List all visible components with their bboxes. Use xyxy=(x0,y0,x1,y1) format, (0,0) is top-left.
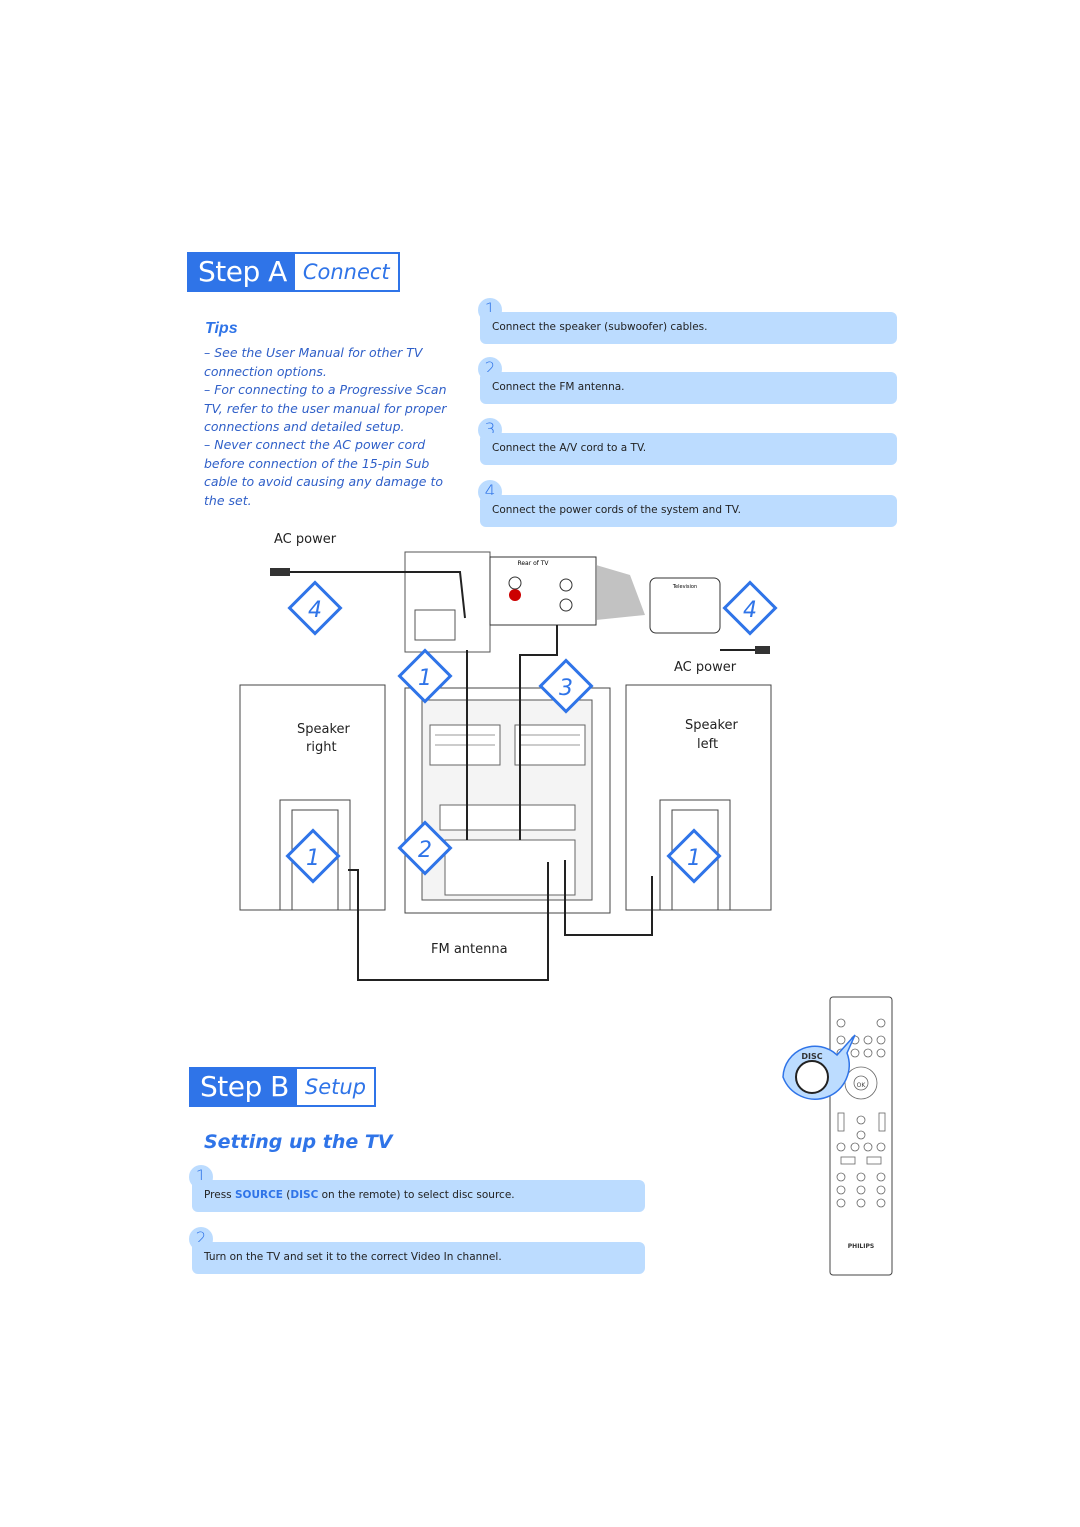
text-part: ( xyxy=(282,1189,291,1201)
callout-number: 4 xyxy=(308,598,322,623)
speaker-left-label: Speaker xyxy=(685,718,738,733)
callout-diamond: 3 xyxy=(538,658,594,714)
tip-1: – See the User Manual for other TV conne… xyxy=(204,345,423,379)
tip-2: – For connecting to a Progressive Scan T… xyxy=(204,382,447,434)
fm-antenna-label: FM antenna xyxy=(431,942,508,957)
connect-step-text-2: Connect the FM antenna. xyxy=(492,381,625,393)
connect-step-bar-3: Connect the A/V cord to a TV. xyxy=(480,433,897,465)
callout-number: 3 xyxy=(559,676,573,701)
tv-rear-panel-illustration: Rear of TV xyxy=(489,556,645,626)
connect-step-bar-2: Connect the FM antenna. xyxy=(480,372,897,404)
step-a-label: Step A xyxy=(189,254,295,290)
remote-brand-label: PHILIPS xyxy=(848,1243,874,1250)
setup-step-text-1: Press SOURCE (DISC on the remote) to sel… xyxy=(204,1189,515,1201)
remote-ok-label: OK xyxy=(857,1082,867,1089)
speaker-left-side-label: left xyxy=(697,737,719,752)
connect-step-text-1: Connect the speaker (subwoofer) cables. xyxy=(492,321,708,333)
setup-step-bar-2: Turn on the TV and set it to the correct… xyxy=(192,1242,645,1274)
connect-step-bar-1: Connect the speaker (subwoofer) cables. xyxy=(480,312,897,344)
disc-button-label: DISC xyxy=(801,1052,822,1061)
step-b-label: Step B xyxy=(191,1069,297,1105)
disc-button-icon xyxy=(795,1060,829,1094)
speaker-right-label: Speaker xyxy=(297,722,350,737)
connection-diagram: Rear of TV Television 4 4 1 3 1 2 1 xyxy=(239,551,778,981)
callout-number: 4 xyxy=(743,598,757,623)
setting-up-tv-title: Setting up the TV xyxy=(204,1131,393,1153)
tips-title: Tips xyxy=(205,320,238,337)
step-b-header: Step B Setup xyxy=(189,1067,376,1107)
connect-step-text-4: Connect the power cords of the system an… xyxy=(492,504,741,516)
setup-step-bar-1: Press SOURCE (DISC on the remote) to sel… xyxy=(192,1180,645,1212)
callout-diamond: 4 xyxy=(722,580,778,636)
callout-number: 1 xyxy=(306,846,320,871)
tip-3: – Never connect the AC power cord before… xyxy=(204,437,444,508)
callout-number: 1 xyxy=(418,666,432,691)
speaker-right-side-label: right xyxy=(306,740,337,755)
callout-diamond: 2 xyxy=(397,820,453,876)
connect-step-bar-4: Connect the power cords of the system an… xyxy=(480,495,897,527)
connect-step-text-3: Connect the A/V cord to a TV. xyxy=(492,442,647,454)
rear-of-tv-label: Rear of TV xyxy=(517,560,549,567)
ac-plug-left-icon xyxy=(270,568,290,576)
ac-power-left-label: AC power xyxy=(274,532,337,547)
setup-step-text-2: Turn on the TV and set it to the correct… xyxy=(204,1251,502,1263)
callout-diamond: 1 xyxy=(285,828,341,884)
step-a-word: Connect xyxy=(302,260,390,284)
ac-power-right-label: AC power xyxy=(674,660,737,675)
callout-number: 1 xyxy=(687,846,701,871)
source-keyword: SOURCE xyxy=(234,1189,283,1201)
callout-diamond: 1 xyxy=(666,828,722,884)
callout-diamond: 4 xyxy=(287,580,343,636)
main-unit-illustration xyxy=(404,687,611,914)
television-illustration: Television xyxy=(649,577,721,634)
callout-diamond: 1 xyxy=(397,648,453,704)
ac-plug-right-icon xyxy=(755,646,770,654)
disc-keyword: DISC xyxy=(290,1189,319,1201)
text-part: on the remote) to select disc source. xyxy=(318,1189,515,1201)
step-b-word: Setup xyxy=(304,1075,366,1099)
subwoofer-illustration xyxy=(404,551,491,653)
remote-control-illustration: OK PHILIPS DISC xyxy=(782,996,893,1276)
text-part: Press xyxy=(204,1189,235,1201)
television-label: Television xyxy=(672,584,697,590)
callout-number: 2 xyxy=(418,838,432,863)
step-a-header: Step A Connect xyxy=(187,252,400,292)
cables xyxy=(290,571,755,981)
